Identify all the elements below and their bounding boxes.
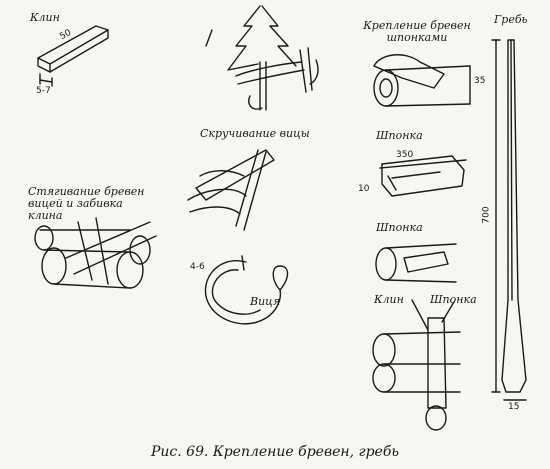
twisting-label: Скручивание вицы xyxy=(200,127,310,140)
oar-label: Гребь xyxy=(494,13,528,26)
wedge-label: Клин xyxy=(30,11,60,24)
key-length-dim: 350 xyxy=(396,150,414,160)
withe-thickness-dim: 4-6 xyxy=(190,262,205,272)
key-bottom-label: Шпонка xyxy=(430,293,477,306)
key-mid-label: Шпонка xyxy=(376,221,423,234)
tree-withe-drawing xyxy=(205,5,319,111)
oar-blade-dim: 15 xyxy=(508,402,520,412)
tightening-label: Стягивание бревен вицей и забивка клина xyxy=(28,185,145,222)
oar-drawing xyxy=(491,39,527,401)
logs-key-wedge-drawing xyxy=(372,243,461,431)
key-drawing xyxy=(379,155,467,197)
log-diameter-dim: 35 xyxy=(474,76,486,86)
wedge-drawing xyxy=(37,25,109,87)
keyed-logs-drawing xyxy=(373,54,471,107)
oar-length-dim: 700 xyxy=(481,206,492,224)
withe-label: Виця xyxy=(250,295,281,308)
wedge-bottom-label: Клин xyxy=(374,293,404,306)
figure-caption: Рис. 69. Крепление бревен, гребь xyxy=(150,444,399,460)
twisting-drawing xyxy=(187,149,275,231)
key-top-label: Шпонка xyxy=(376,129,423,142)
tightening-logs-drawing xyxy=(34,217,157,289)
fastening-keys-label: Крепление бревен шпонками xyxy=(363,19,471,44)
withe-ring-drawing xyxy=(204,255,289,325)
wedge-width-dim: 5-7 xyxy=(36,86,51,96)
key-thickness-dim: 10 xyxy=(358,184,370,194)
